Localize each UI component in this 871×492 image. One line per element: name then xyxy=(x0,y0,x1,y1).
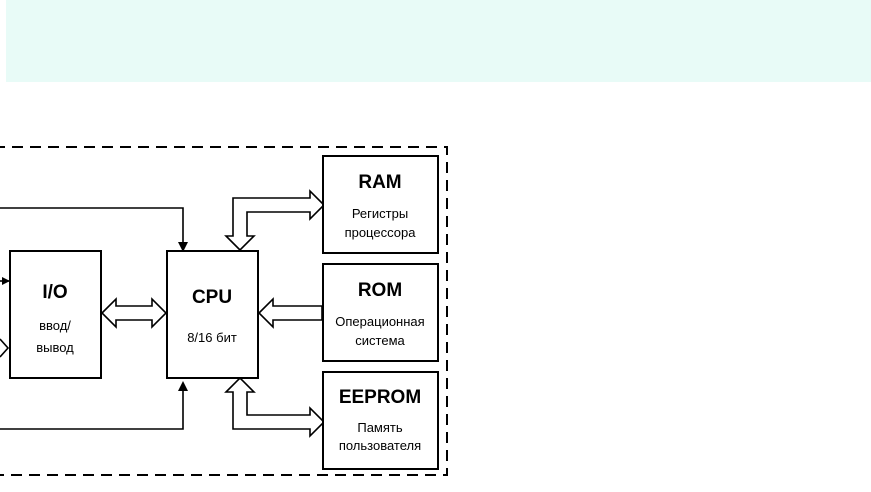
rom-title: ROM xyxy=(358,280,402,301)
ram-block: RAM Регистры процессора xyxy=(322,155,439,254)
cpu-eeprom-bus xyxy=(224,376,326,438)
cpu-top-arrowhead xyxy=(178,242,188,252)
external-bottom-line xyxy=(0,390,184,430)
cpu-title: CPU xyxy=(192,287,232,308)
rom-block: ROM Операционная система xyxy=(322,263,439,362)
rom-line-2: система xyxy=(355,333,405,348)
chip-boundary xyxy=(0,146,448,476)
eeprom-line-2: пользователя xyxy=(339,438,421,453)
io-cpu-bus xyxy=(100,297,168,329)
cpu-ram-bus xyxy=(224,189,326,252)
external-top-line xyxy=(0,207,184,243)
eeprom-line-1: Память xyxy=(357,420,403,435)
io-bus-stub xyxy=(0,338,10,358)
cpu-line-1: 8/16 бит xyxy=(187,330,237,345)
io-input-arrowhead xyxy=(2,277,10,285)
io-block: I/O ввод/ вывод xyxy=(9,250,102,379)
ram-line-2: процессора xyxy=(345,225,417,240)
cpu-block: CPU 8/16 бит xyxy=(166,250,259,379)
eeprom-title: EEPROM xyxy=(339,387,421,408)
header-banner xyxy=(6,0,871,82)
rom-line-1: Операционная xyxy=(335,314,424,329)
ram-title: RAM xyxy=(358,172,401,193)
io-line-2: вывод xyxy=(36,340,74,355)
io-title: I/O xyxy=(42,282,67,303)
eeprom-block: EEPROM Память пользователя xyxy=(322,371,439,470)
ram-line-1: Регистры xyxy=(352,206,408,221)
cpu-bottom-arrowhead xyxy=(178,381,188,391)
rom-cpu-bus xyxy=(257,297,323,329)
io-line-1: ввод/ xyxy=(39,318,71,333)
